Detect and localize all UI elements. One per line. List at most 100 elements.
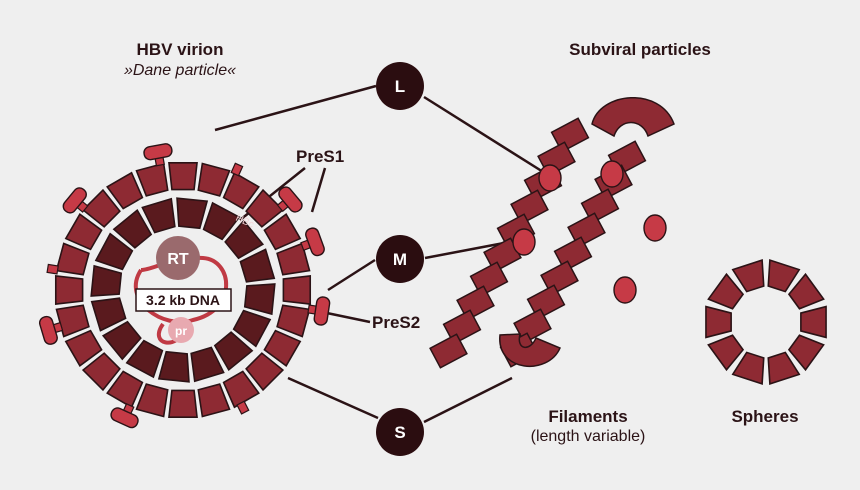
node-S-label: S — [394, 423, 405, 442]
envelope-segment — [276, 242, 311, 276]
virion-to-S-line — [287, 376, 379, 420]
capsid-segment — [239, 248, 276, 283]
capsid-segment — [224, 219, 265, 260]
envelope-segment — [64, 329, 103, 367]
sphere-segment — [707, 334, 745, 372]
filament-bottom-cap — [499, 333, 561, 368]
capsid-segment — [190, 346, 225, 383]
virion-to-L-line — [214, 84, 377, 132]
S-to-filament-line — [423, 376, 513, 424]
envelope-segment — [81, 352, 121, 392]
virion-title: HBV virion — [136, 40, 224, 59]
capsid-segment — [157, 350, 190, 383]
filaments-subtitle: (length variable) — [530, 428, 646, 445]
filament-protein — [538, 164, 562, 192]
protein-head — [305, 227, 325, 257]
surface-protein — [46, 263, 59, 275]
capsid-segment — [176, 197, 209, 230]
envelope-segment — [55, 242, 90, 276]
envelope-segment — [197, 383, 231, 418]
protein-stalk — [236, 400, 250, 415]
sphere-segment — [707, 272, 745, 310]
protein-head — [38, 315, 58, 345]
pr-label: pr — [175, 324, 187, 338]
filament-protein — [613, 276, 637, 304]
node-L — [376, 62, 424, 110]
virion-to-M-line — [327, 258, 376, 292]
sphere-particle — [705, 259, 827, 385]
dna-box — [135, 288, 232, 312]
protein-stalk — [230, 162, 244, 177]
sphere-segment — [800, 305, 827, 339]
dna-label: 3.2 kb DNA — [146, 292, 220, 308]
node-M-label: M — [393, 250, 407, 269]
filament-protein — [643, 214, 667, 242]
surface-protein — [307, 296, 331, 326]
envelope-segment — [276, 304, 311, 338]
pres2-label: PreS2 — [372, 313, 421, 332]
filament-segment — [429, 333, 468, 369]
capsid-segment — [141, 197, 176, 234]
surface-protein — [230, 162, 244, 177]
sphere-segment — [787, 334, 825, 372]
pres1-label: PreS1 — [296, 147, 345, 166]
filament-segment — [510, 189, 549, 225]
capsid-segment — [90, 297, 127, 332]
node-L-label: L — [395, 77, 405, 96]
filament-protein — [512, 228, 536, 256]
envelope-segment — [222, 171, 260, 210]
pres2-pointer — [321, 310, 371, 324]
filament-segment — [553, 236, 593, 272]
filament-segment — [580, 188, 620, 224]
envelope-segment — [263, 329, 302, 367]
filament-segment — [567, 212, 606, 248]
filament-particle — [429, 97, 675, 369]
spheres-title: Spheres — [731, 407, 799, 426]
capsid-segment — [101, 320, 142, 361]
sphere-segment — [705, 305, 732, 339]
filament-segment — [513, 308, 552, 344]
filament-segment — [540, 260, 579, 296]
envelope-segment — [106, 370, 144, 409]
capsid-segment — [90, 264, 123, 297]
surface-protein — [300, 227, 325, 257]
sphere-segment — [731, 259, 765, 293]
envelope-segment — [282, 275, 312, 305]
protein-head — [278, 186, 303, 213]
envelope-segment — [55, 304, 90, 338]
virion-subtitle: »Dane particle« — [123, 62, 237, 79]
envelope-segment — [245, 352, 285, 392]
filament-segment — [550, 117, 590, 153]
surface-protein — [236, 400, 250, 415]
protein-stalk — [46, 263, 59, 275]
pres1-pointer-b — [310, 167, 327, 213]
capsid-segment — [94, 232, 134, 271]
protein-head — [62, 187, 87, 214]
rt-label: RT — [167, 251, 189, 268]
primer-protein — [168, 317, 194, 343]
capsid-segment — [202, 201, 241, 241]
envelope-segment — [81, 188, 121, 228]
envelope-segment — [64, 213, 103, 251]
envelope-segment — [168, 161, 198, 191]
filament-segment — [526, 284, 566, 320]
envelope-segment — [54, 275, 84, 305]
sphere-segment — [767, 351, 801, 385]
surface-protein — [143, 143, 173, 167]
rt-enzyme — [156, 236, 200, 280]
protein-head — [110, 407, 139, 429]
sphere-segment — [731, 351, 765, 385]
capsid-segment — [125, 339, 164, 379]
filament-segment — [442, 309, 482, 345]
filaments-title: Filaments — [548, 407, 628, 426]
protein-head — [143, 143, 173, 161]
sphere-segment — [767, 259, 801, 293]
surface-protein — [62, 187, 89, 214]
sphere-segment — [787, 272, 825, 310]
capsid-segment — [112, 208, 153, 249]
filament-top-cap — [591, 97, 675, 138]
filament-protein — [600, 160, 624, 188]
